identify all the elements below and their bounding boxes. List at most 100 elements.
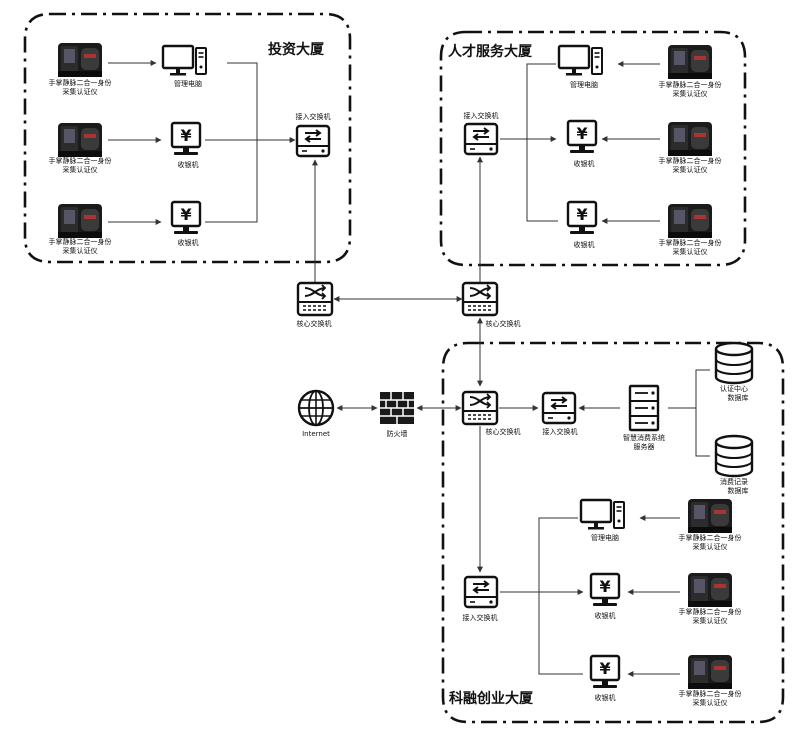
- group-title-talent: 人才服务大厦: [448, 43, 533, 60]
- reader-label-2: 采集认证仪: [673, 89, 708, 98]
- reader-label-2: 采集认证仪: [63, 165, 98, 174]
- access-switch-label: 接入交换机: [463, 613, 498, 622]
- reader-label: 手掌静脉二合一身份: [659, 238, 722, 247]
- palm-vein-reader-icon: [58, 43, 102, 77]
- core-switch-icon: [461, 390, 499, 426]
- firewall-label: 防火墙: [387, 429, 408, 438]
- palm-vein-reader-icon: [688, 573, 732, 607]
- wires-core: [333, 296, 710, 573]
- access-switch-label: 接入交换机: [464, 111, 499, 120]
- talent-reader-1: 手掌静脉二合一身份 采集认证仪: [659, 45, 722, 98]
- wires-kerong: [500, 515, 680, 677]
- reader-label: 手掌静脉二合一身份: [679, 689, 742, 698]
- kerong-access-switch-top: 接入交换机: [541, 391, 578, 436]
- cash-register-icon: [589, 654, 621, 690]
- invest-reader-3: 手掌静脉二合一身份 采集认证仪: [49, 204, 112, 255]
- desktop-computer-icon: [579, 498, 626, 531]
- firewall-icon: [379, 391, 415, 425]
- cash-register-icon: [589, 572, 621, 608]
- database-icon: [714, 341, 754, 385]
- core-switch-right: 核心交换机: [461, 281, 521, 328]
- pc-label: 管理电脑: [591, 533, 619, 542]
- talent-reader-2: 手掌静脉二合一身份 采集认证仪: [659, 122, 722, 174]
- invest-pc: 管理电脑: [161, 44, 208, 88]
- kerong-pos-2: 收银机: [589, 654, 621, 702]
- database-label-2: 数据库: [728, 393, 749, 402]
- database-label: 消费记录: [720, 477, 748, 486]
- reader-label: 手掌静脉二合一身份: [679, 533, 742, 542]
- talent-pos-2: 收银机: [566, 200, 598, 249]
- server-label-2: 服务器: [634, 442, 655, 451]
- reader-label-2: 采集认证仪: [63, 246, 98, 255]
- talent-pos-1: 收银机: [566, 119, 598, 168]
- cash-register-icon: [170, 121, 202, 157]
- core-switch-label: 核心交换机: [486, 319, 521, 328]
- reader-label: 手掌静脉二合一身份: [659, 156, 722, 165]
- kerong-core-switch: 核心交换机: [461, 390, 521, 436]
- access-switch-icon: [463, 122, 499, 156]
- core-switch-icon: [296, 281, 334, 317]
- reader-label: 手掌静脉二合一身份: [49, 237, 112, 246]
- pos-label: 收银机: [178, 160, 199, 169]
- desktop-computer-icon: [557, 44, 604, 77]
- database-label-2: 数据库: [728, 486, 749, 495]
- access-switch-icon: [541, 391, 577, 425]
- palm-vein-reader-icon: [58, 123, 102, 157]
- pos-label: 收银机: [595, 611, 616, 620]
- database-label: 认证中心: [720, 384, 748, 393]
- pc-label: 管理电脑: [570, 80, 598, 89]
- reader-label-2: 采集认证仪: [673, 247, 708, 256]
- reader-label: 手掌静脉二合一身份: [659, 80, 722, 89]
- cash-register-icon: [170, 200, 202, 236]
- kerong-pos-1: 收银机: [589, 572, 621, 620]
- wires-invest: [108, 60, 318, 283]
- invest-reader-2: 手掌静脉二合一身份 采集认证仪: [49, 123, 112, 174]
- consumption-server: 智慧消费系统 服务器: [623, 384, 665, 451]
- access-switch-label: 接入交换机: [296, 112, 331, 121]
- invest-reader-1: 手掌静脉二合一身份 采集认证仪: [49, 43, 112, 96]
- kerong-reader-3: 手掌静脉二合一身份 采集认证仪: [679, 655, 742, 707]
- cash-register-icon: [566, 119, 598, 155]
- database-icon: [714, 434, 754, 478]
- access-switch-icon: [463, 575, 499, 609]
- access-switch-icon: [295, 124, 331, 158]
- group-title-kerong: 科融创业大厦: [449, 690, 534, 707]
- group-title-invest: 投资大厦: [268, 41, 325, 58]
- reader-label: 手掌静脉二合一身份: [49, 156, 112, 165]
- access-switch-label: 接入交换机: [543, 427, 578, 436]
- palm-vein-reader-icon: [688, 499, 732, 533]
- core-switch-icon: [461, 281, 499, 317]
- reader-label-2: 采集认证仪: [693, 698, 728, 707]
- cash-register-icon: [566, 200, 598, 236]
- reader-label-2: 采集认证仪: [63, 87, 98, 96]
- kerong-reader-1: 手掌静脉二合一身份 采集认证仪: [679, 499, 742, 551]
- invest-pos-2: 收银机: [170, 200, 202, 247]
- core-switch-label: 核心交换机: [297, 319, 332, 328]
- reader-label-2: 采集认证仪: [693, 542, 728, 551]
- core-switch-label: 核心交换机: [486, 427, 521, 436]
- palm-vein-reader-icon: [668, 204, 712, 238]
- zone-kerong: [441, 341, 785, 724]
- reader-label: 手掌静脉二合一身份: [679, 607, 742, 616]
- reader-label-2: 采集认证仪: [693, 616, 728, 625]
- pos-label: 收银机: [574, 159, 595, 168]
- kerong-reader-2: 手掌静脉二合一身份 采集认证仪: [679, 573, 742, 625]
- zone-invest: [23, 12, 352, 264]
- reader-label: 手掌静脉二合一身份: [49, 78, 112, 87]
- talent-access-switch: 接入交换机: [463, 111, 499, 156]
- reader-label-2: 采集认证仪: [673, 165, 708, 174]
- internet-label: Internet: [302, 430, 330, 438]
- pos-label: 收银机: [178, 238, 199, 247]
- talent-pc: 管理电脑: [557, 44, 604, 89]
- firewall-node: 防火墙: [379, 391, 415, 438]
- pos-label: 收银机: [574, 240, 595, 249]
- invest-access-switch: 接入交换机: [295, 112, 331, 158]
- kerong-pc: 管理电脑: [579, 498, 626, 542]
- palm-vein-reader-icon: [668, 45, 712, 79]
- core-switch-left: 核心交换机: [296, 281, 334, 328]
- pos-label: 收银机: [595, 693, 616, 702]
- records-database: 消费记录 数据库: [714, 434, 754, 495]
- server-icon: [628, 384, 660, 432]
